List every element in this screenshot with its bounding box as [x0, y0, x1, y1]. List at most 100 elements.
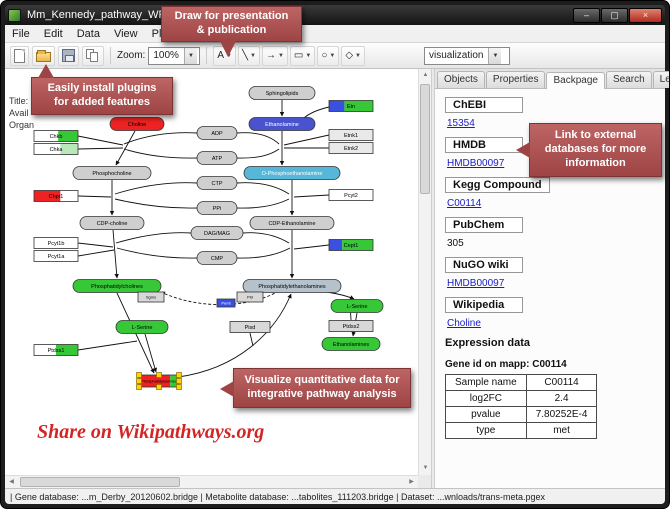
menu-view[interactable]: View	[113, 27, 138, 40]
node-cdp-ethanolamine[interactable]: CDP-Ethanolamine	[249, 216, 335, 230]
node-phosphatidylethanolamines[interactable]: Phosphatidylethanolamines	[242, 279, 342, 293]
line-tool-button[interactable]: ╲▼	[237, 45, 260, 66]
pathway-edge[interactable]	[236, 148, 280, 159]
kegg-compound-value[interactable]: C00114	[447, 198, 482, 209]
selection-handle[interactable]	[156, 372, 162, 378]
vertical-scrollbar[interactable]: ▲ ▼	[418, 69, 431, 475]
node-ctp[interactable]: CTP	[196, 176, 238, 190]
arrow-tool-button[interactable]: →▼	[261, 45, 288, 66]
node-l-serine-left[interactable]: L-Serine	[115, 320, 169, 334]
node-choline[interactable]: Choline	[109, 117, 165, 131]
menu-edit[interactable]: Edit	[43, 27, 63, 40]
pathway-edge[interactable]	[236, 198, 290, 209]
panel-splitter[interactable]	[431, 69, 435, 488]
tab-search[interactable]: Search	[605, 71, 652, 88]
pathway-edge[interactable]	[123, 132, 198, 145]
tab-objects[interactable]: Objects	[437, 71, 485, 88]
node-chka[interactable]: Chka	[33, 143, 79, 155]
selection-handle[interactable]	[136, 372, 142, 378]
menu-data[interactable]: Data	[76, 27, 100, 40]
chebi-value[interactable]: 15354	[447, 118, 475, 129]
menu-file[interactable]: File	[12, 27, 30, 40]
selection-handle[interactable]	[156, 384, 162, 390]
ellipse-tool-button[interactable]: ○▼	[317, 45, 340, 66]
node-sgms[interactable]: Sgms	[137, 291, 165, 303]
tab-backpage[interactable]: Backpage	[546, 72, 605, 89]
node-atp[interactable]: ATP	[196, 151, 238, 165]
node-l-serine-right[interactable]: L-Serine	[330, 299, 384, 313]
scroll-right-icon[interactable]: ▶	[409, 479, 414, 485]
pathway-edge[interactable]	[236, 132, 280, 145]
pathway-edge[interactable]	[77, 242, 114, 248]
copy-button[interactable]	[82, 45, 104, 66]
horizontal-scrollbar[interactable]: ◀ ▶	[5, 475, 418, 488]
node-pemt[interactable]: Pemt	[216, 298, 236, 308]
node-cmp[interactable]: CMP	[196, 251, 238, 265]
pathway-edge[interactable]	[116, 247, 198, 259]
node-etn[interactable]: Etn	[328, 100, 374, 112]
pathway-edge[interactable]	[303, 106, 330, 119]
pathway-edge[interactable]	[293, 244, 330, 250]
node-pcyt2[interactable]: Pcyt2	[328, 189, 374, 201]
zoom-combobox[interactable]: 100% ▼	[148, 46, 201, 65]
node-phosphatidylcholines[interactable]: Phosphatidylcholines	[72, 279, 162, 293]
node-dag-mag[interactable]: DAG/MAG	[190, 226, 244, 240]
pathway-edge[interactable]	[77, 340, 138, 351]
close-button[interactable]: ×	[629, 7, 662, 23]
node-ethanolamines[interactable]: Ethanolamines	[321, 337, 381, 351]
pathway-edge[interactable]	[112, 229, 119, 279]
pathway-edge[interactable]	[77, 135, 124, 146]
pathway-edge[interactable]	[236, 247, 291, 259]
vertical-scroll-thumb[interactable]	[420, 84, 430, 194]
node-cept1[interactable]: Cept1	[328, 239, 374, 251]
node-pcyt1a[interactable]: Pcyt1a	[33, 250, 79, 262]
chevron-down-icon[interactable]: ▼	[183, 47, 197, 64]
pathway-edge[interactable]	[293, 194, 330, 198]
pathway-edge[interactable]	[123, 148, 198, 159]
pathway-edge[interactable]	[115, 232, 192, 244]
selection-handle[interactable]	[176, 378, 182, 384]
node-phosphocholine[interactable]: Phosphocholine	[72, 166, 152, 180]
new-file-button[interactable]	[10, 45, 29, 66]
minimize-button[interactable]: –	[573, 7, 600, 23]
chevron-down-icon[interactable]: ▼	[488, 47, 502, 64]
tab-legend[interactable]: Legend	[652, 71, 669, 88]
pathway-edge[interactable]	[242, 232, 290, 244]
pathway-edge[interactable]	[249, 332, 254, 347]
pathway-edge[interactable]	[283, 134, 330, 146]
node-ethanolamine[interactable]: Ethanolamine	[248, 117, 316, 131]
node-pcyt1b[interactable]: Pcyt1b	[33, 237, 79, 249]
rectangle-tool-button[interactable]: ▭▼	[289, 45, 316, 66]
scroll-up-icon[interactable]: ▲	[422, 72, 429, 78]
selection-handle[interactable]	[176, 384, 182, 390]
pathway-edge[interactable]	[114, 198, 198, 209]
node-o-phosphoethanolamine[interactable]: O-Phosphoethanolamine	[243, 166, 341, 180]
selection-handle[interactable]	[136, 384, 142, 390]
node-pisd[interactable]: Pisd	[229, 321, 271, 333]
wikipedia-value[interactable]: Choline	[447, 318, 481, 329]
node-chpt1[interactable]: Chpt1	[33, 190, 79, 202]
selection-handle[interactable]	[136, 378, 142, 384]
pathway-edge[interactable]	[144, 333, 158, 373]
node-phosphatidylserines[interactable]: Phosphatidylserines	[136, 372, 182, 390]
pathway-edge[interactable]	[77, 147, 124, 150]
maximize-button[interactable]: ▢	[601, 7, 628, 23]
tab-properties[interactable]: Properties	[485, 71, 546, 88]
pathway-edge[interactable]	[77, 195, 112, 198]
node-ptdss2[interactable]: Ptdss2	[328, 320, 374, 332]
open-file-button[interactable]	[32, 45, 55, 66]
node-ptdss1[interactable]: Ptdss1	[33, 344, 79, 356]
nugo-wiki-value[interactable]: HMDB00097	[447, 278, 505, 289]
node-chkb[interactable]: Chkb	[33, 130, 79, 142]
node-cdp-choline[interactable]: CDP-choline	[79, 216, 145, 230]
scroll-left-icon[interactable]: ◀	[9, 479, 14, 485]
node-etnk1[interactable]: Etnk1	[328, 129, 374, 141]
pathway-edge[interactable]	[177, 293, 292, 378]
node-etnk2[interactable]: Etnk2	[328, 142, 374, 154]
pathway-edge[interactable]	[160, 290, 280, 306]
shape-tool-button[interactable]: ◇▼	[341, 45, 365, 66]
pathway-edge[interactable]	[236, 182, 290, 195]
scroll-down-icon[interactable]: ▼	[422, 465, 429, 471]
visualization-combobox[interactable]: visualization ▼	[424, 46, 510, 65]
